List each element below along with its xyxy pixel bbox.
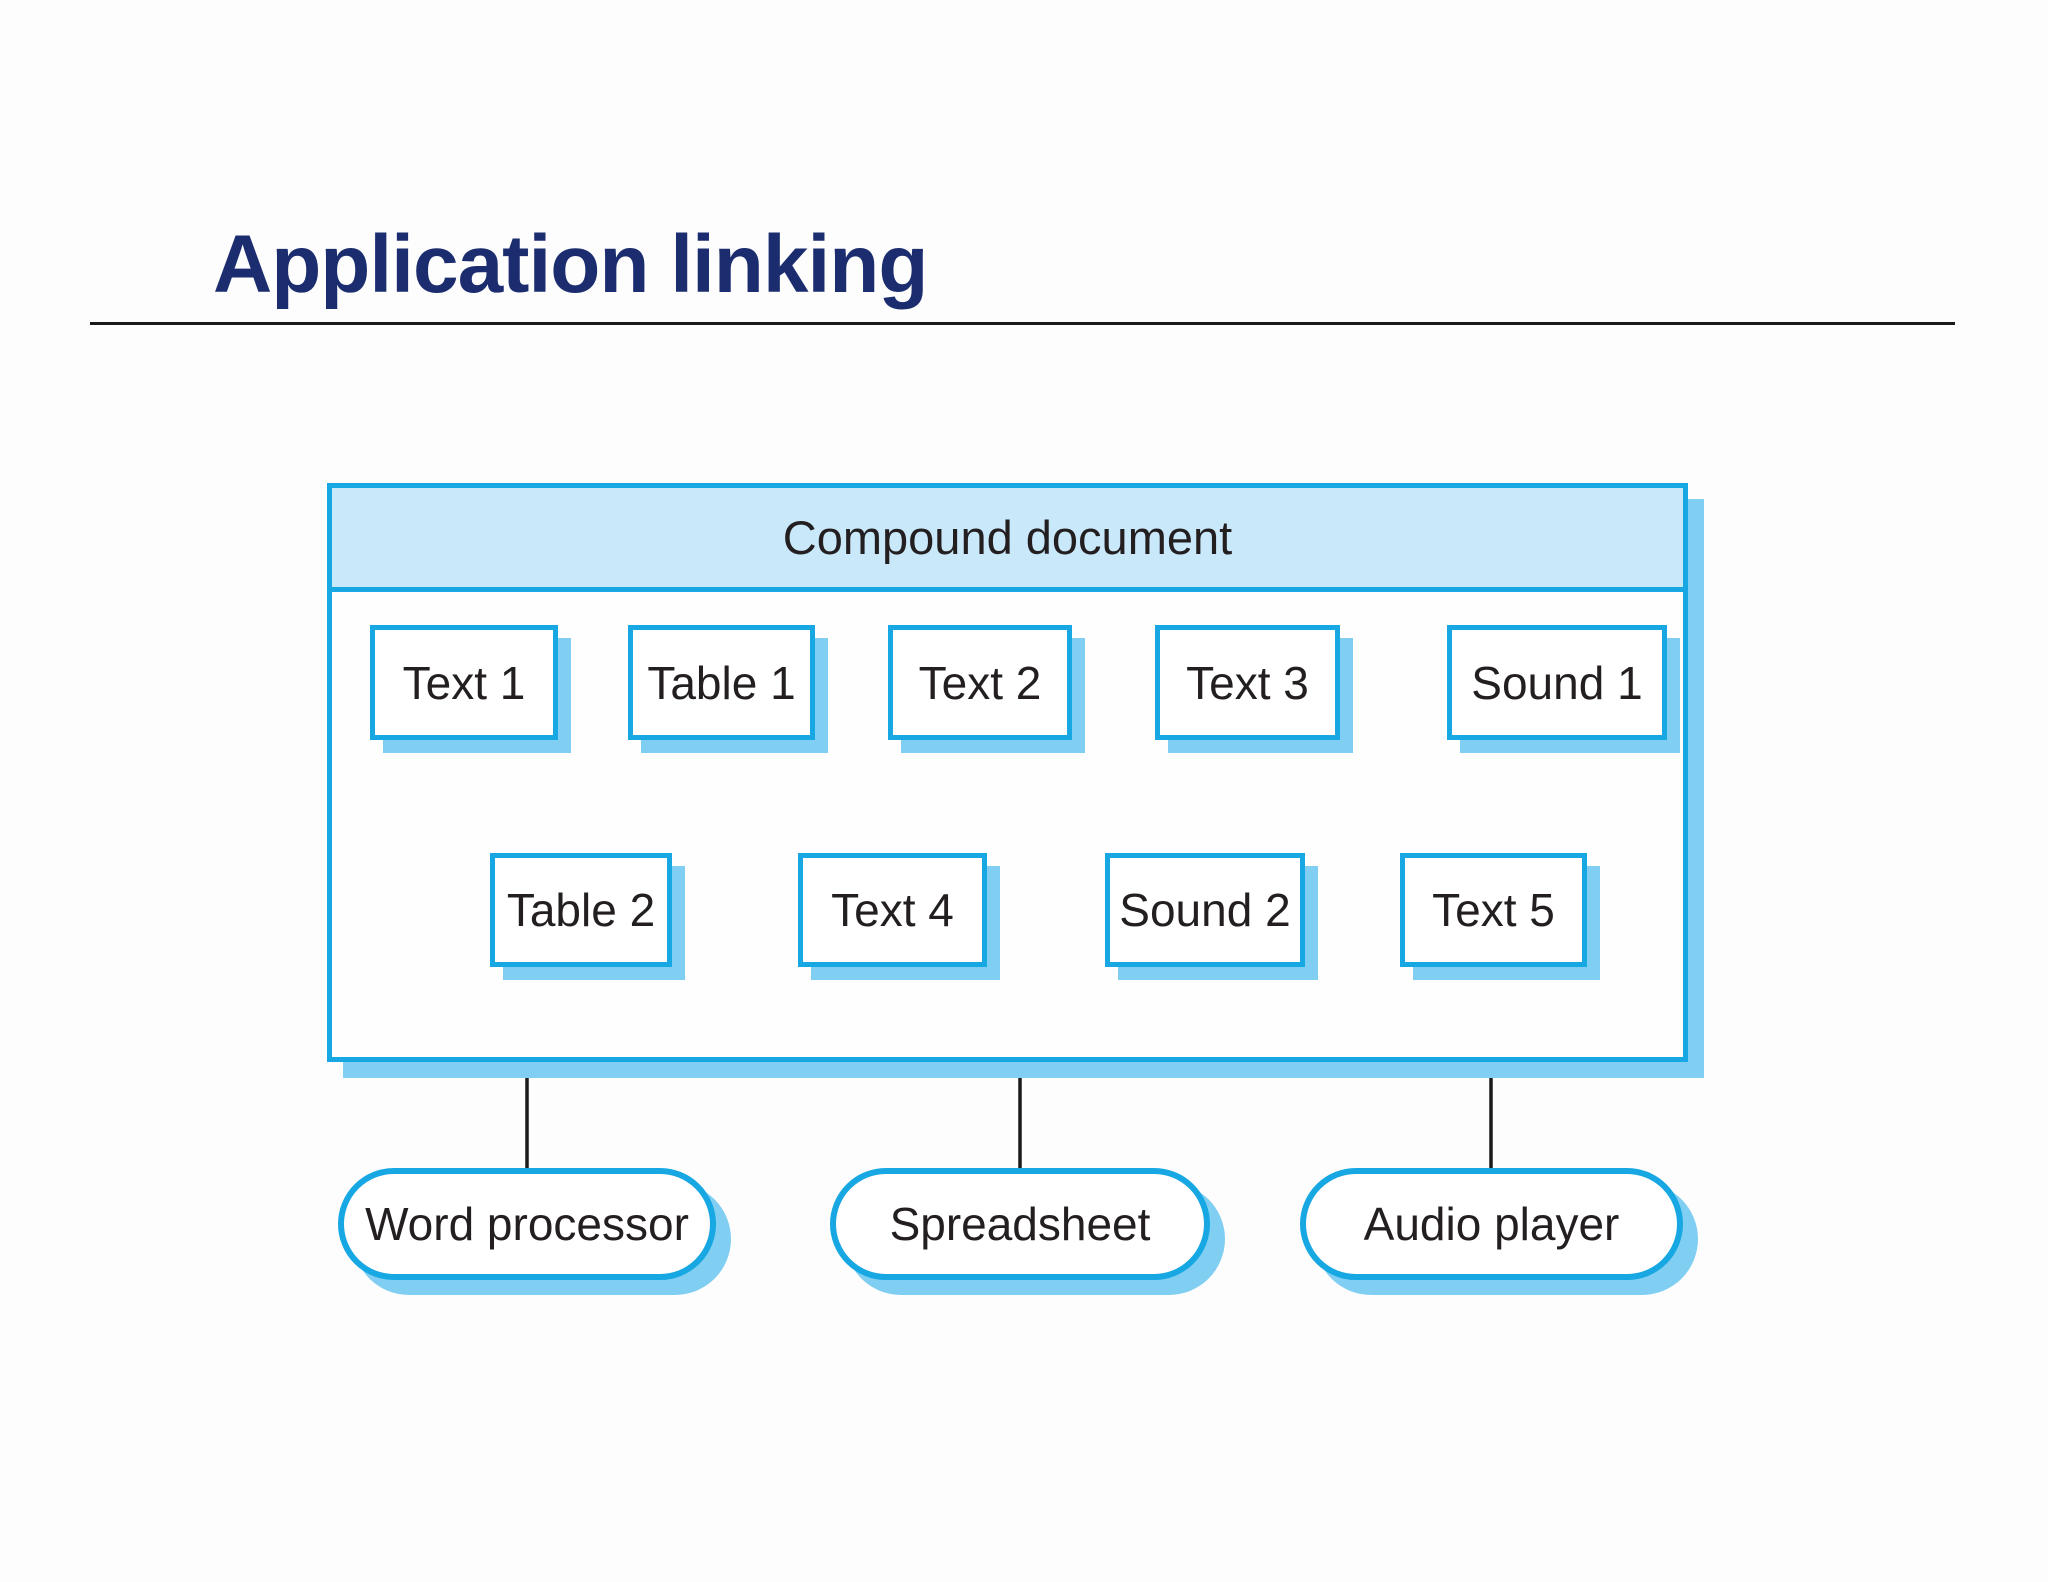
node-text1-label: Text 1 <box>402 656 526 709</box>
app-spreadsheet: Spreadsheet <box>830 1168 1210 1280</box>
node-text3: Text 3 <box>1155 625 1340 740</box>
node-text5: Text 5 <box>1400 853 1587 967</box>
app-word-processor-label: Word processor <box>365 1198 689 1250</box>
app-audio-player-label: Audio player <box>1363 1198 1620 1250</box>
node-sound1-label: Sound 1 <box>1471 656 1643 709</box>
node-table2-label: Table 2 <box>506 884 656 936</box>
node-table2: Table 2 <box>490 853 672 967</box>
node-text4: Text 4 <box>798 853 987 967</box>
compound-document-container: Compound document <box>327 483 1688 1062</box>
node-sound2: Sound 2 <box>1105 853 1305 967</box>
node-text2: Text 2 <box>888 625 1072 740</box>
node-table1-label: Table 1 <box>647 656 796 709</box>
node-text5-label: Text 5 <box>1432 884 1555 936</box>
page-title: Application linking <box>213 219 928 310</box>
app-spreadsheet-label: Spreadsheet <box>889 1198 1151 1250</box>
node-text4-label: Text 4 <box>831 884 954 936</box>
compound-document-label: Compound document <box>782 511 1233 564</box>
node-text1: Text 1 <box>370 625 558 740</box>
title-divider <box>90 322 1955 325</box>
app-audio-player: Audio player <box>1300 1168 1683 1280</box>
node-sound2-label: Sound 2 <box>1119 884 1291 936</box>
app-word-processor: Word processor <box>338 1168 716 1280</box>
compound-document-header: Compound document <box>332 488 1683 592</box>
node-sound1: Sound 1 <box>1447 625 1667 740</box>
node-table1: Table 1 <box>628 625 815 740</box>
node-text3-label: Text 3 <box>1186 656 1309 709</box>
node-text2-label: Text 2 <box>918 656 1042 709</box>
